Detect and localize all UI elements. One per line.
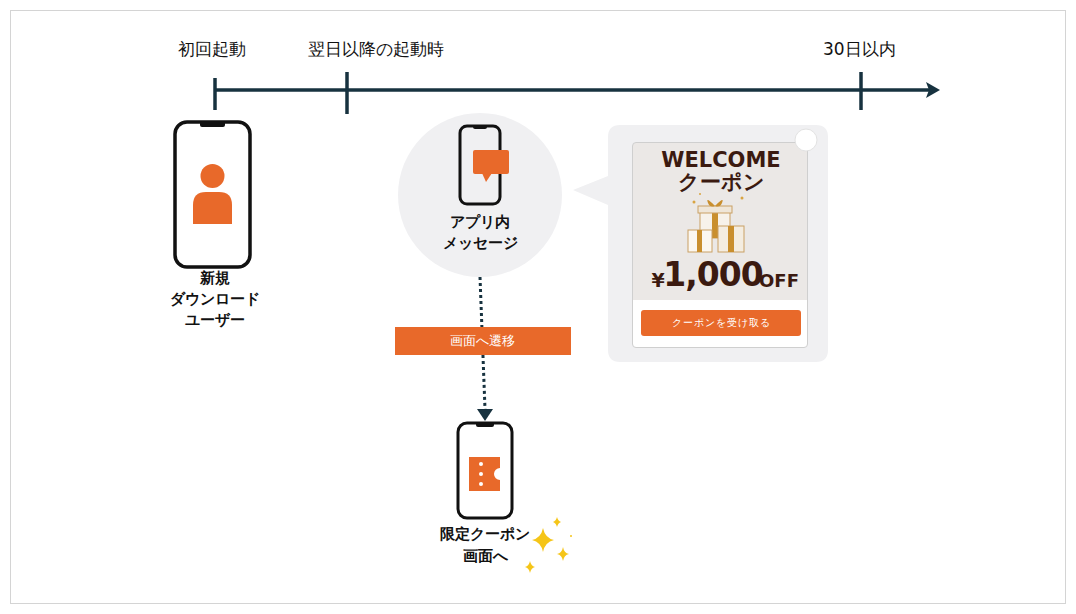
- coupon-phone: [458, 422, 512, 518]
- close-mark: ×: [800, 131, 810, 147]
- user-phone: [175, 121, 250, 267]
- timeline-label: 初回起動: [178, 38, 246, 61]
- node-text: 限定クーポン 画面へ: [430, 523, 540, 567]
- node-text: 1,000: [663, 255, 763, 295]
- arrow-head: [477, 409, 493, 421]
- node-text: アプリ内 メッセージ: [425, 212, 535, 254]
- timeline: [215, 72, 940, 114]
- ticket-icon: [469, 457, 500, 491]
- timeline-label: 30日以内: [823, 38, 896, 61]
- diagram-node: 新規 ダウンロード ユーザー: [150, 118, 280, 328]
- node-text: 新規 ダウンロード ユーザー: [165, 268, 265, 331]
- node-text: クーポンを受け取る: [641, 315, 801, 331]
- node-text: WELCOME クーポン: [646, 149, 796, 193]
- callout-bubble: [573, 125, 828, 362]
- node-text: OFF: [757, 267, 801, 295]
- frame: [11, 11, 1066, 604]
- sparkles: [525, 517, 572, 573]
- diagram-node: アプリ内 メッセージ: [398, 113, 562, 277]
- diagram-node: クーポンを受け取る: [641, 310, 801, 336]
- timeline-label: 翌日以降の起動時: [308, 38, 444, 61]
- diagram-node: WELCOME クーポン¥1,000OFFクーポンを受け取る: [632, 142, 808, 348]
- edge-label: 画面へ遷移: [395, 327, 571, 355]
- diagram-node: 限定クーポン 画面へ: [420, 421, 550, 571]
